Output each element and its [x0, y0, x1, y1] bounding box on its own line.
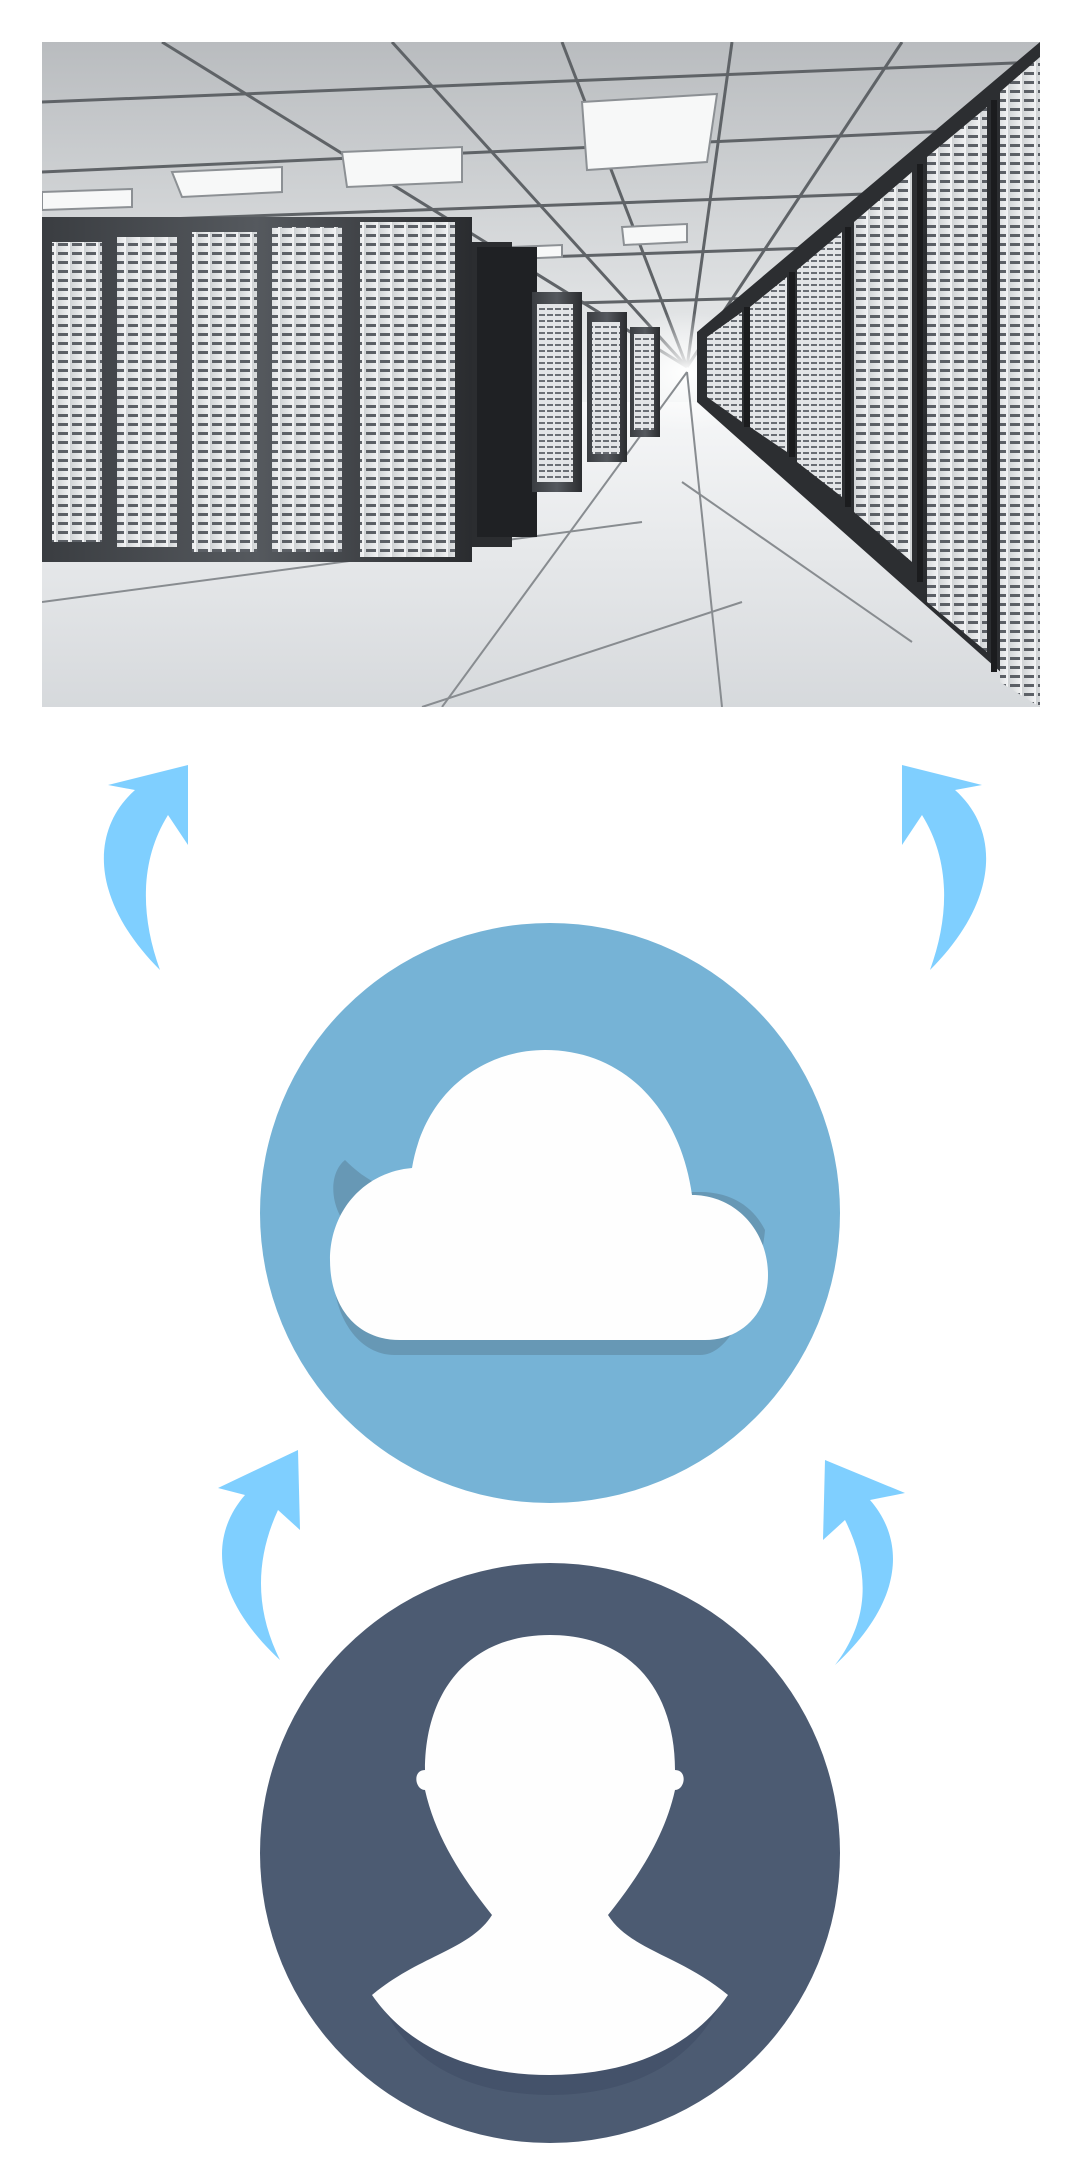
- user-silhouette-icon: [260, 1563, 840, 2143]
- curved-arrow-icon: [902, 765, 987, 970]
- curved-arrow-icon: [218, 1450, 300, 1660]
- curved-arrow-icon: [103, 765, 188, 970]
- server-room-image: [42, 42, 1040, 707]
- cloud-icon: [260, 923, 840, 1503]
- curved-arrow-icon: [823, 1460, 905, 1665]
